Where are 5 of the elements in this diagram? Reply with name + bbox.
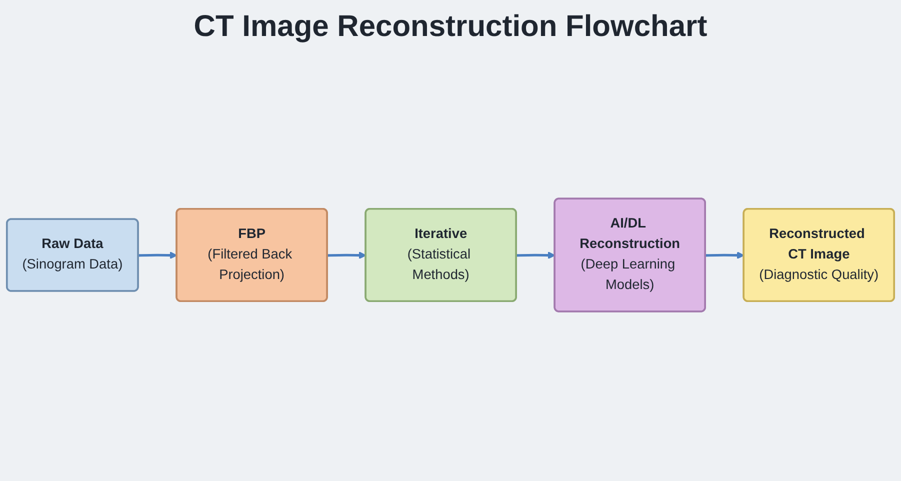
arrow (516, 252, 556, 260)
arrow (706, 252, 744, 260)
diagram-title: CT Image Reconstruction Flowchart (192, 10, 708, 44)
arrow (138, 252, 178, 260)
arrow (327, 252, 366, 260)
